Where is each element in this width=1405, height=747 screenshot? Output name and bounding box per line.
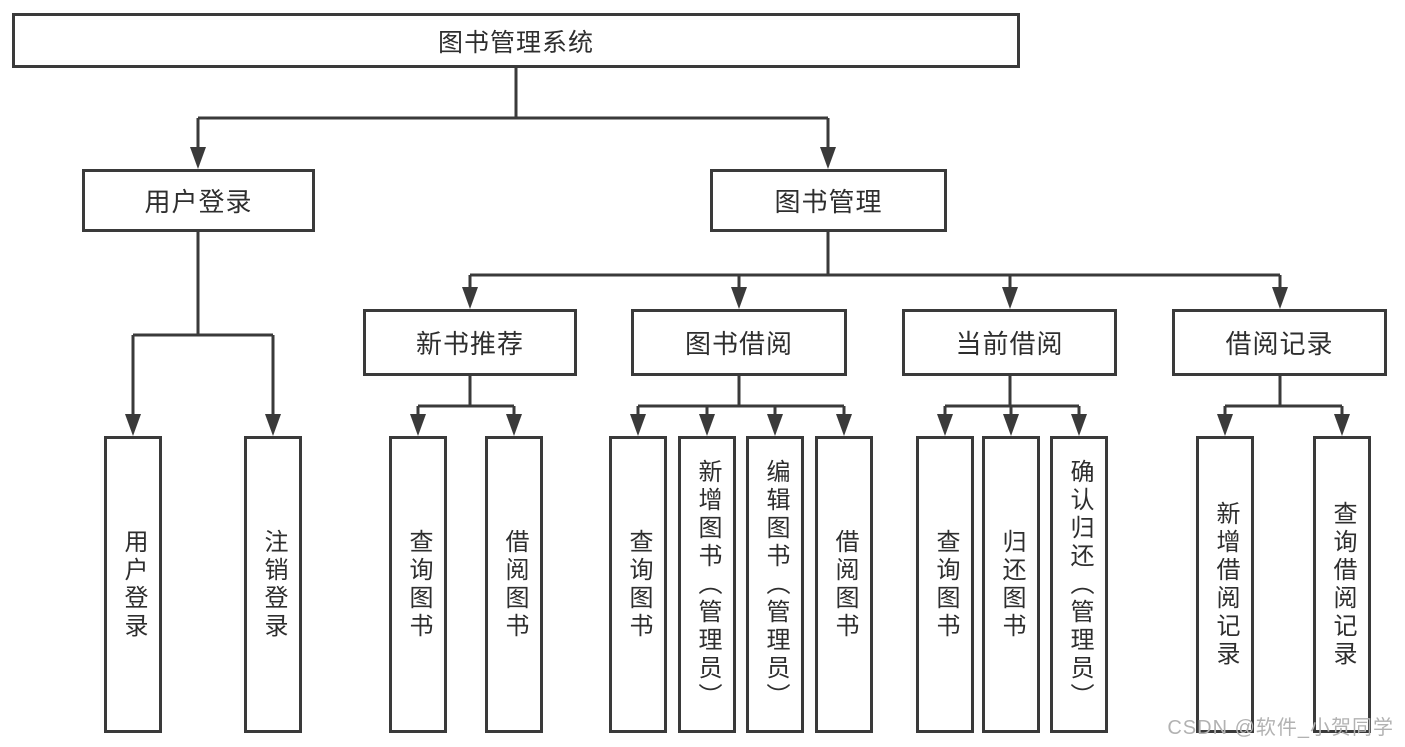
leaf-query-borrow-record: 查询借阅记录 — [1313, 436, 1371, 733]
node-label: 查询图书 — [625, 528, 652, 641]
node-book-management: 图书管理 — [710, 169, 947, 232]
node-label: 查询借阅记录 — [1329, 500, 1356, 669]
node-label: 图书借阅 — [684, 329, 793, 359]
node-borrowing-records: 借阅记录 — [1172, 309, 1387, 376]
node-book-borrowing: 图书借阅 — [631, 309, 847, 376]
node-label: 查询图书 — [405, 528, 432, 641]
csdn-watermark: CSDN @软件_小贺同学 — [1167, 717, 1394, 739]
node-user-login: 用户登录 — [82, 169, 315, 232]
connector-lines — [131, 68, 1344, 415]
leaf-borrow-books: 借阅图书 — [815, 436, 873, 733]
leaf-query-books-current: 查询图书 — [916, 436, 974, 733]
leaf-user-login: 用户登录 — [104, 436, 162, 733]
node-label: 查询图书 — [932, 528, 959, 641]
node-current-borrowing: 当前借阅 — [902, 309, 1117, 376]
node-label: 新书推荐 — [415, 329, 524, 359]
node-label: 用户登录 — [120, 528, 147, 641]
node-label: 新增图书（管理员） — [694, 458, 721, 711]
node-label: 归还图书 — [998, 528, 1025, 641]
leaf-confirm-return-admin: 确认归还（管理员） — [1050, 436, 1108, 733]
node-label: 新增借阅记录 — [1212, 500, 1239, 669]
leaf-borrow-books-recommend: 借阅图书 — [485, 436, 543, 733]
leaf-add-borrow-record: 新增借阅记录 — [1196, 436, 1254, 733]
node-label: 确认归还（管理员） — [1066, 458, 1093, 711]
leaf-logout: 注销登录 — [244, 436, 302, 733]
node-label: 图书管理 — [774, 187, 883, 217]
leaf-return-books: 归还图书 — [982, 436, 1040, 733]
leaf-add-books-admin: 新增图书（管理员） — [678, 436, 736, 733]
leaf-edit-books-admin: 编辑图书（管理员） — [746, 436, 804, 733]
node-label: 注销登录 — [260, 528, 287, 641]
node-label: 借阅图书 — [831, 528, 858, 641]
node-label: 借阅图书 — [501, 528, 528, 641]
node-label: 当前借阅 — [955, 329, 1064, 359]
arrowheads — [125, 147, 1350, 436]
node-label: 借阅记录 — [1225, 329, 1334, 359]
node-label: 编辑图书（管理员） — [762, 458, 789, 711]
leaf-query-books-borrow: 查询图书 — [609, 436, 667, 733]
node-new-book-recommendation: 新书推荐 — [363, 309, 577, 376]
node-label: 用户登录 — [144, 187, 253, 217]
leaf-query-books-recommend: 查询图书 — [389, 436, 447, 733]
node-label: 图书管理系统 — [437, 28, 594, 57]
node-library-management-system: 图书管理系统 — [12, 13, 1020, 68]
